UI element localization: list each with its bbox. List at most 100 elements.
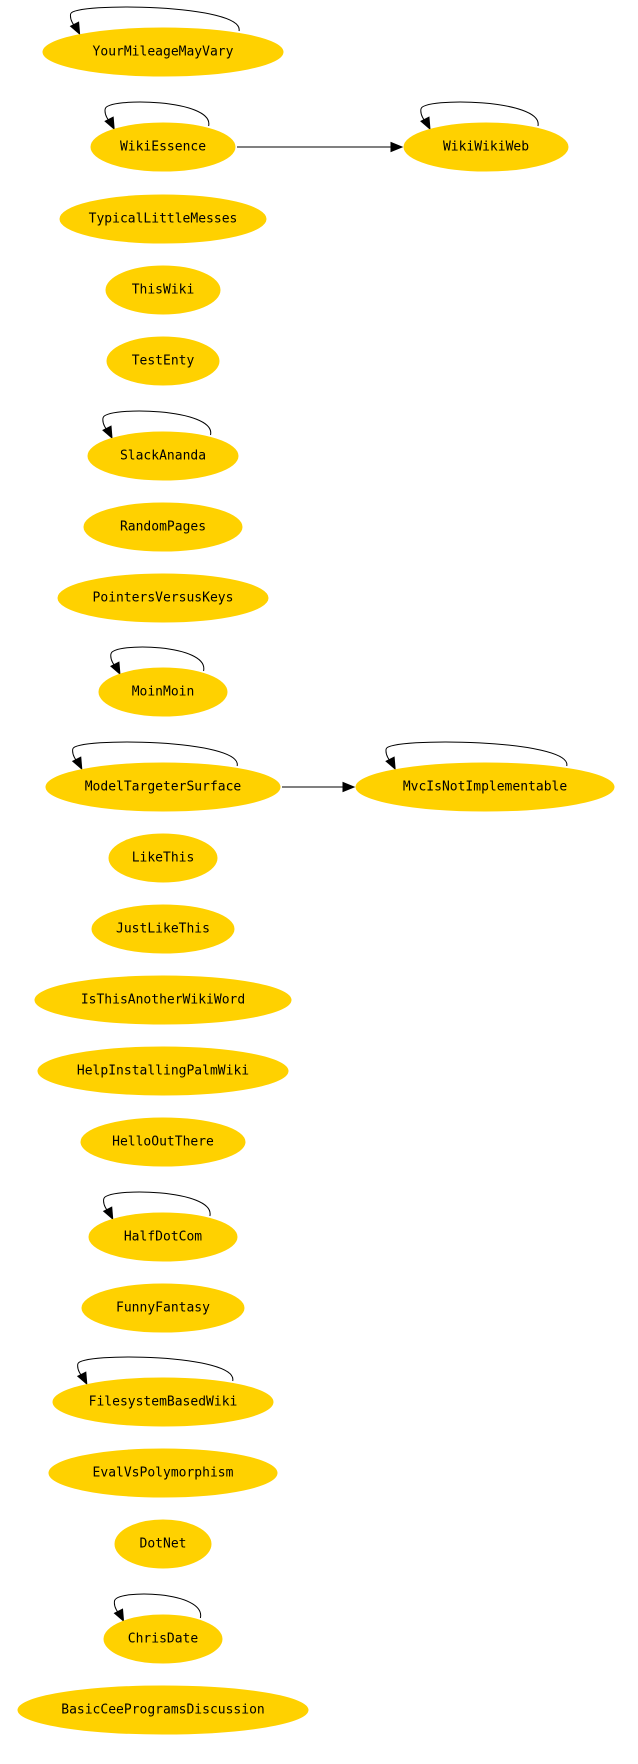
self-loop-arrowhead: [420, 116, 431, 131]
self-loop-line: [113, 1593, 201, 1619]
self-loop-line: [77, 1356, 234, 1382]
node-TypicalLittleMesses[interactable]: TypicalLittleMesses: [59, 194, 267, 244]
node-ellipse: [83, 502, 243, 552]
node-FilesystemBasedWiki[interactable]: FilesystemBasedWiki: [52, 1377, 274, 1427]
edge-HalfDotCom-to-HalfDotCom: [102, 1191, 211, 1221]
node-label: ChrisDate: [128, 1632, 199, 1647]
node-BasicCeeProgramsDiscussion[interactable]: BasicCeeProgramsDiscussion: [17, 1685, 309, 1735]
node-ThisWiki[interactable]: ThisWiki: [105, 265, 221, 315]
node-ellipse: [57, 573, 269, 623]
node-label: EvalVsPolymorphism: [93, 1466, 234, 1481]
node-WikiWikiWeb[interactable]: WikiWikiWeb: [403, 122, 569, 172]
node-PointersVersusKeys[interactable]: PointersVersusKeys: [57, 573, 269, 623]
node-HelpInstallingPalmWiki[interactable]: HelpInstallingPalmWiki: [37, 1046, 289, 1096]
node-ellipse: [403, 122, 569, 172]
node-MoinMoin[interactable]: MoinMoin: [98, 667, 228, 717]
node-label: RandomPages: [120, 520, 206, 535]
self-loop-arrowhead: [102, 1206, 114, 1221]
node-ellipse: [37, 1046, 289, 1096]
edge-arrowhead: [390, 141, 404, 153]
node-ellipse: [103, 1614, 223, 1664]
node-MvcIsNotImplementable[interactable]: MvcIsNotImplementable: [355, 762, 615, 812]
node-YourMileageMayVary[interactable]: YourMileageMayVary: [42, 27, 284, 77]
node-label: ModelTargeterSurface: [85, 780, 242, 795]
self-loop-arrowhead: [385, 756, 396, 771]
edge-MoinMoin-to-MoinMoin: [110, 646, 205, 676]
node-LikeThis[interactable]: LikeThis: [108, 833, 218, 883]
self-loop-line: [72, 741, 238, 767]
self-loop-arrowhead: [76, 1371, 88, 1386]
node-JustLikeThis[interactable]: JustLikeThis: [91, 904, 235, 954]
node-label: TypicalLittleMesses: [89, 212, 238, 227]
node-RandomPages[interactable]: RandomPages: [83, 502, 243, 552]
node-ellipse: [88, 1212, 238, 1262]
self-loop-arrowhead: [110, 661, 121, 676]
node-ellipse: [34, 975, 292, 1025]
node-label: JustLikeThis: [116, 922, 210, 937]
self-loop-line: [420, 101, 539, 127]
node-label: TestEnty: [132, 354, 195, 369]
node-label: MvcIsNotImplementable: [403, 780, 568, 795]
self-loop-line: [110, 646, 205, 672]
node-label: WikiEssence: [120, 140, 206, 155]
self-loop-arrowhead: [69, 21, 81, 36]
node-IsThisAnotherWikiWord[interactable]: IsThisAnotherWikiWord: [34, 975, 292, 1025]
node-ellipse: [106, 336, 220, 386]
node-label: YourMileageMayVary: [93, 45, 234, 60]
edge-YourMileageMayVary-to-YourMileageMayVary: [69, 6, 240, 36]
edge-WikiWikiWeb-to-WikiWikiWeb: [420, 101, 539, 131]
self-loop-line: [102, 410, 212, 436]
node-TestEnty[interactable]: TestEnty: [106, 336, 220, 386]
node-ellipse: [114, 1519, 212, 1569]
edges-layer: [69, 6, 568, 1623]
edge-ModelTargeterSurface-to-ModelTargeterSurface: [71, 741, 238, 771]
node-ellipse: [45, 762, 281, 812]
self-loop-arrowhead: [102, 425, 113, 440]
self-loop-arrowhead: [113, 1608, 125, 1623]
node-EvalVsPolymorphism[interactable]: EvalVsPolymorphism: [48, 1448, 278, 1498]
edge-FilesystemBasedWiki-to-FilesystemBasedWiki: [76, 1356, 234, 1386]
node-ModelTargeterSurface[interactable]: ModelTargeterSurface: [45, 762, 281, 812]
node-label: DotNet: [140, 1537, 187, 1552]
node-HalfDotCom[interactable]: HalfDotCom: [88, 1212, 238, 1262]
node-label: ThisWiki: [132, 283, 195, 298]
node-ellipse: [81, 1283, 245, 1333]
node-ChrisDate[interactable]: ChrisDate: [103, 1614, 223, 1664]
node-label: HelloOutThere: [112, 1135, 214, 1150]
node-WikiEssence[interactable]: WikiEssence: [90, 122, 236, 172]
node-ellipse: [98, 667, 228, 717]
edge-WikiEssence-to-WikiEssence: [104, 101, 210, 131]
node-SlackAnanda[interactable]: SlackAnanda: [87, 431, 239, 481]
edge-SlackAnanda-to-SlackAnanda: [102, 410, 212, 440]
node-ellipse: [59, 194, 267, 244]
node-ellipse: [91, 904, 235, 954]
node-ellipse: [48, 1448, 278, 1498]
edge-arrowhead: [342, 781, 356, 793]
node-FunnyFantasy[interactable]: FunnyFantasy: [81, 1283, 245, 1333]
node-ellipse: [355, 762, 615, 812]
node-label: FilesystemBasedWiki: [89, 1395, 238, 1410]
node-label: SlackAnanda: [120, 449, 206, 464]
node-ellipse: [87, 431, 239, 481]
self-loop-line: [69, 6, 240, 32]
node-ellipse: [105, 265, 221, 315]
node-label: WikiWikiWeb: [443, 140, 529, 155]
node-ellipse: [90, 122, 236, 172]
node-ellipse: [108, 833, 218, 883]
node-DotNet[interactable]: DotNet: [114, 1519, 212, 1569]
self-loop-line: [103, 1191, 211, 1217]
node-ellipse: [42, 27, 284, 77]
node-label: HelpInstallingPalmWiki: [77, 1064, 249, 1079]
node-label: PointersVersusKeys: [93, 591, 234, 606]
node-label: BasicCeeProgramsDiscussion: [61, 1703, 265, 1718]
edge-ChrisDate-to-ChrisDate: [113, 1593, 201, 1623]
self-loop-line: [104, 101, 210, 127]
self-loop-line: [385, 741, 568, 767]
node-HelloOutThere[interactable]: HelloOutThere: [80, 1117, 246, 1167]
node-label: MoinMoin: [132, 685, 195, 700]
node-label: FunnyFantasy: [116, 1301, 210, 1316]
node-ellipse: [52, 1377, 274, 1427]
self-loop-arrowhead: [71, 756, 83, 771]
self-loop-arrowhead: [104, 116, 115, 131]
